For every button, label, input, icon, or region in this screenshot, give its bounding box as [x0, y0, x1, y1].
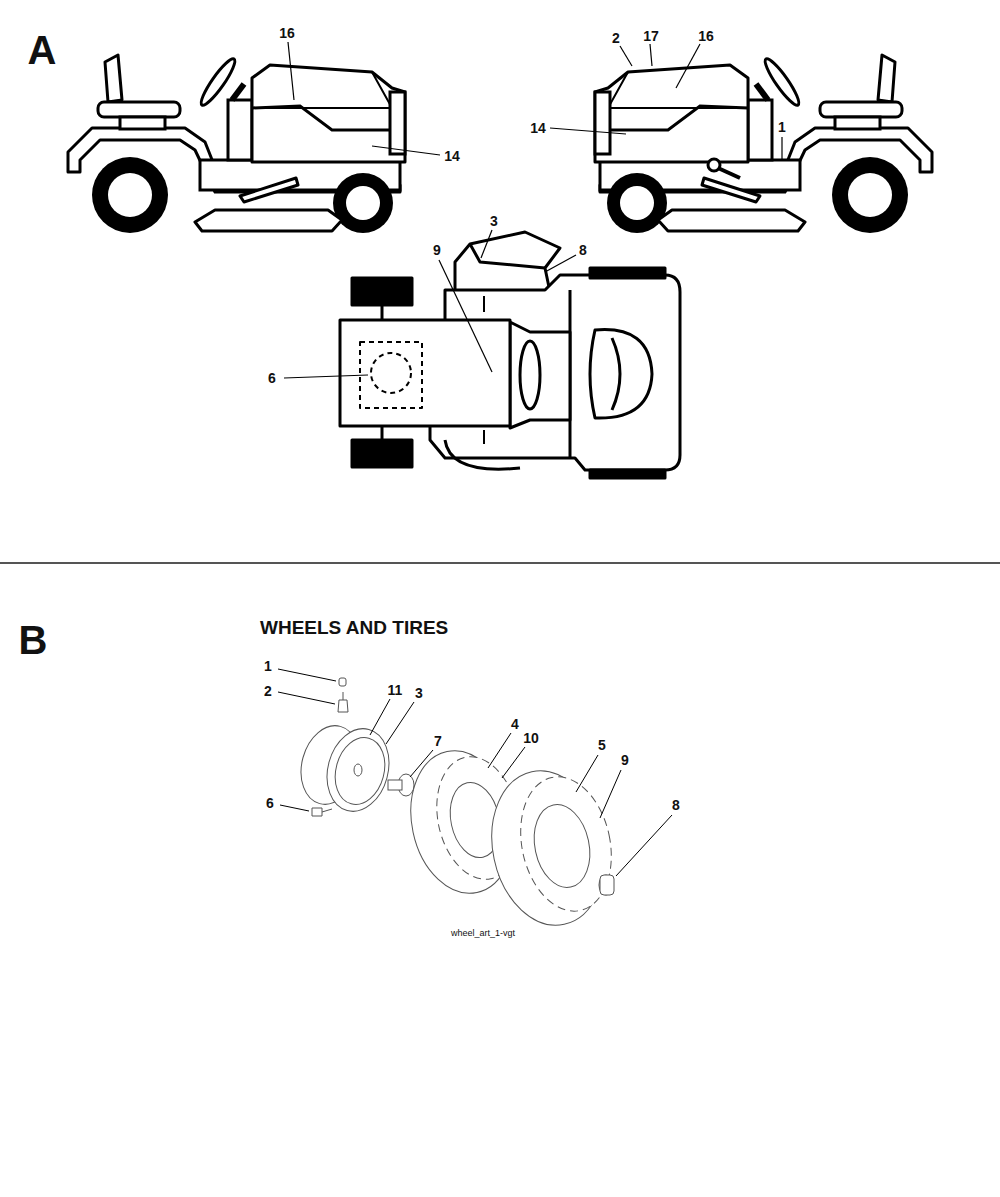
- leader-line: [372, 146, 440, 155]
- callout-number: 3: [414, 686, 424, 700]
- tractor-right-view: [595, 55, 932, 233]
- callout-number: 5: [597, 738, 607, 752]
- leader-line: [781, 137, 782, 160]
- tractor-right-view: [595, 55, 932, 233]
- tractor-left-view: [68, 55, 405, 233]
- tractor-top-view: [612, 338, 620, 410]
- callout-number: 3: [489, 214, 499, 228]
- tractor-top-view: [360, 342, 422, 408]
- wheel-assembly: [293, 678, 624, 936]
- callout-number: 16: [278, 26, 296, 40]
- leader-line: [284, 375, 368, 378]
- wheel-assembly: [339, 678, 346, 686]
- tractor-top-view: [340, 320, 510, 426]
- art-reference: wheel_art_1-vgt: [450, 929, 516, 938]
- leader-line: [650, 44, 652, 66]
- leader-line: [278, 669, 336, 681]
- leader-line: [550, 128, 626, 134]
- leader-line: [488, 733, 511, 768]
- callout-number: 7: [433, 734, 443, 748]
- wheel-assembly: [600, 875, 614, 895]
- leader-line: [370, 699, 390, 735]
- callout-number: 11: [387, 683, 404, 697]
- callout-number: 8: [671, 798, 681, 812]
- callout-number: 14: [529, 121, 547, 135]
- leader-line: [278, 669, 672, 876]
- leader-line: [288, 42, 294, 100]
- callout-number: 16: [697, 29, 715, 43]
- callout-number: 2: [611, 31, 621, 45]
- callout-number: 4: [510, 717, 520, 731]
- callout-number: 6: [265, 796, 275, 810]
- leader-line: [280, 805, 309, 811]
- section-letter: B: [18, 620, 49, 660]
- wheel-assembly: [328, 732, 392, 810]
- callout-number: 1: [777, 120, 787, 134]
- callout-number: 14: [443, 149, 461, 163]
- wheel-assembly: [599, 875, 613, 895]
- callout-number: 17: [642, 29, 660, 43]
- tractor-top-view: [483, 430, 485, 444]
- leader-line: [278, 692, 335, 704]
- tractor-top-view: [352, 440, 412, 467]
- callout-number: 6: [267, 371, 277, 385]
- tractor-right-view: [718, 168, 740, 178]
- tractor-left-view: [68, 55, 405, 233]
- tractor-top-view: [340, 232, 680, 478]
- section-divider: [0, 562, 1000, 564]
- leader-line: [439, 260, 492, 372]
- leader-line: [481, 230, 492, 258]
- leader-line: [576, 755, 598, 792]
- leader-line: [616, 815, 672, 876]
- callout-number: 9: [432, 243, 442, 257]
- wheel-assembly: [318, 722, 398, 819]
- wheel-assembly: [322, 809, 332, 812]
- tractor-top-view: [445, 440, 520, 469]
- tractor-top-view: [455, 232, 560, 292]
- section-letter: A: [27, 30, 58, 70]
- leader-line: [386, 702, 414, 744]
- wheel-assembly: [312, 808, 322, 816]
- callout-number: 8: [578, 243, 588, 257]
- leader-line: [676, 44, 700, 88]
- tractor-top-view: [520, 341, 540, 409]
- wheel-assembly: [509, 768, 623, 919]
- leader-line: [502, 747, 525, 778]
- wheel-assembly: [354, 764, 362, 776]
- leader-line: [620, 46, 632, 66]
- leader-line: [284, 42, 782, 378]
- tractor-top-view: [483, 296, 485, 312]
- tractor-top-view: [510, 322, 570, 428]
- callout-number: 1: [263, 659, 273, 673]
- wheel-assembly: [388, 780, 402, 790]
- callout-number: 9: [620, 753, 630, 767]
- leader-line: [545, 255, 576, 272]
- tractor-top-view: [590, 470, 665, 478]
- tractor-top-view: [352, 278, 412, 305]
- tractor-top-view: [371, 353, 411, 393]
- callout-number: 2: [263, 684, 273, 698]
- tractor-top-view: [381, 305, 384, 320]
- wheel-assembly: [527, 799, 597, 892]
- wheel-assembly: [343, 692, 344, 700]
- section-heading: WHEELS AND TIRES: [259, 618, 449, 637]
- leader-line: [410, 750, 433, 777]
- tractor-top-view: [590, 268, 665, 278]
- wheel-assembly: [338, 700, 348, 712]
- tractor-top-view: [590, 330, 652, 419]
- leader-line: [600, 770, 621, 818]
- callout-number: 10: [522, 731, 540, 745]
